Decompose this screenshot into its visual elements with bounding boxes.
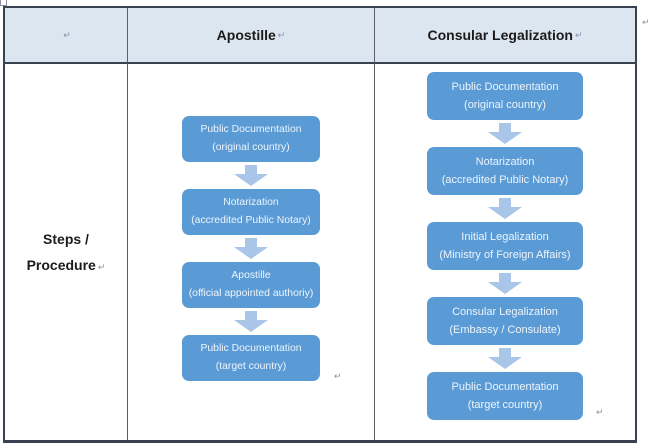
paragraph-mark: ↵: [642, 17, 650, 27]
flow-step: Initial Legalization (Ministry of Foreig…: [427, 222, 583, 270]
flow-step: Consular Legalization (Embassy / Consula…: [427, 297, 583, 345]
flow-step: Apostille (official appointed authoriy): [182, 262, 320, 308]
row-label-line2: Procedure↵: [26, 257, 106, 273]
row-label-line1: Steps /: [43, 231, 89, 247]
steps-procedure-cell: Steps / Procedure↵: [5, 64, 128, 440]
flow-step: Public Documentation (original country): [182, 116, 320, 162]
comparison-table: ↵ Apostille↵ Consular Legalization↵ Step…: [3, 6, 637, 443]
down-arrow-icon: [488, 273, 522, 294]
paragraph-mark: ↵: [97, 262, 106, 272]
paragraph-mark: ↵: [63, 29, 71, 40]
flow-step: Public Documentation (target country): [427, 372, 583, 420]
header-cell-apostille: Apostille↵: [128, 8, 375, 64]
flow-step: Notarization (accredited Public Notary): [427, 147, 583, 195]
down-arrow-icon: [234, 165, 268, 186]
header-consular-label: Consular Legalization: [427, 27, 573, 43]
down-arrow-icon: [488, 123, 522, 144]
down-arrow-icon: [488, 348, 522, 369]
header-apostille-label: Apostille: [216, 27, 276, 43]
flow-step: Public Documentation (original country): [427, 72, 583, 120]
apostille-flow-cell: Public Documentation (original country) …: [128, 64, 375, 440]
apostille-flowchart: Public Documentation (original country) …: [128, 64, 374, 381]
flow-step: Notarization (accredited Public Notary): [182, 189, 320, 235]
paragraph-mark: ↵: [277, 29, 286, 40]
paragraph-mark: ↵: [334, 371, 342, 381]
header-cell-empty: ↵: [5, 8, 128, 64]
consular-flowchart: Public Documentation (original country) …: [375, 64, 635, 420]
consular-flow-cell: Public Documentation (original country) …: [375, 64, 635, 440]
paragraph-mark: ↵: [574, 29, 583, 40]
table-move-handle-icon: [0, 0, 7, 6]
paragraph-mark: ↵: [596, 407, 604, 417]
header-cell-consular: Consular Legalization↵: [375, 8, 635, 64]
flow-step: Public Documentation (target country): [182, 335, 320, 381]
down-arrow-icon: [234, 238, 268, 259]
down-arrow-icon: [234, 311, 268, 332]
down-arrow-icon: [488, 198, 522, 219]
